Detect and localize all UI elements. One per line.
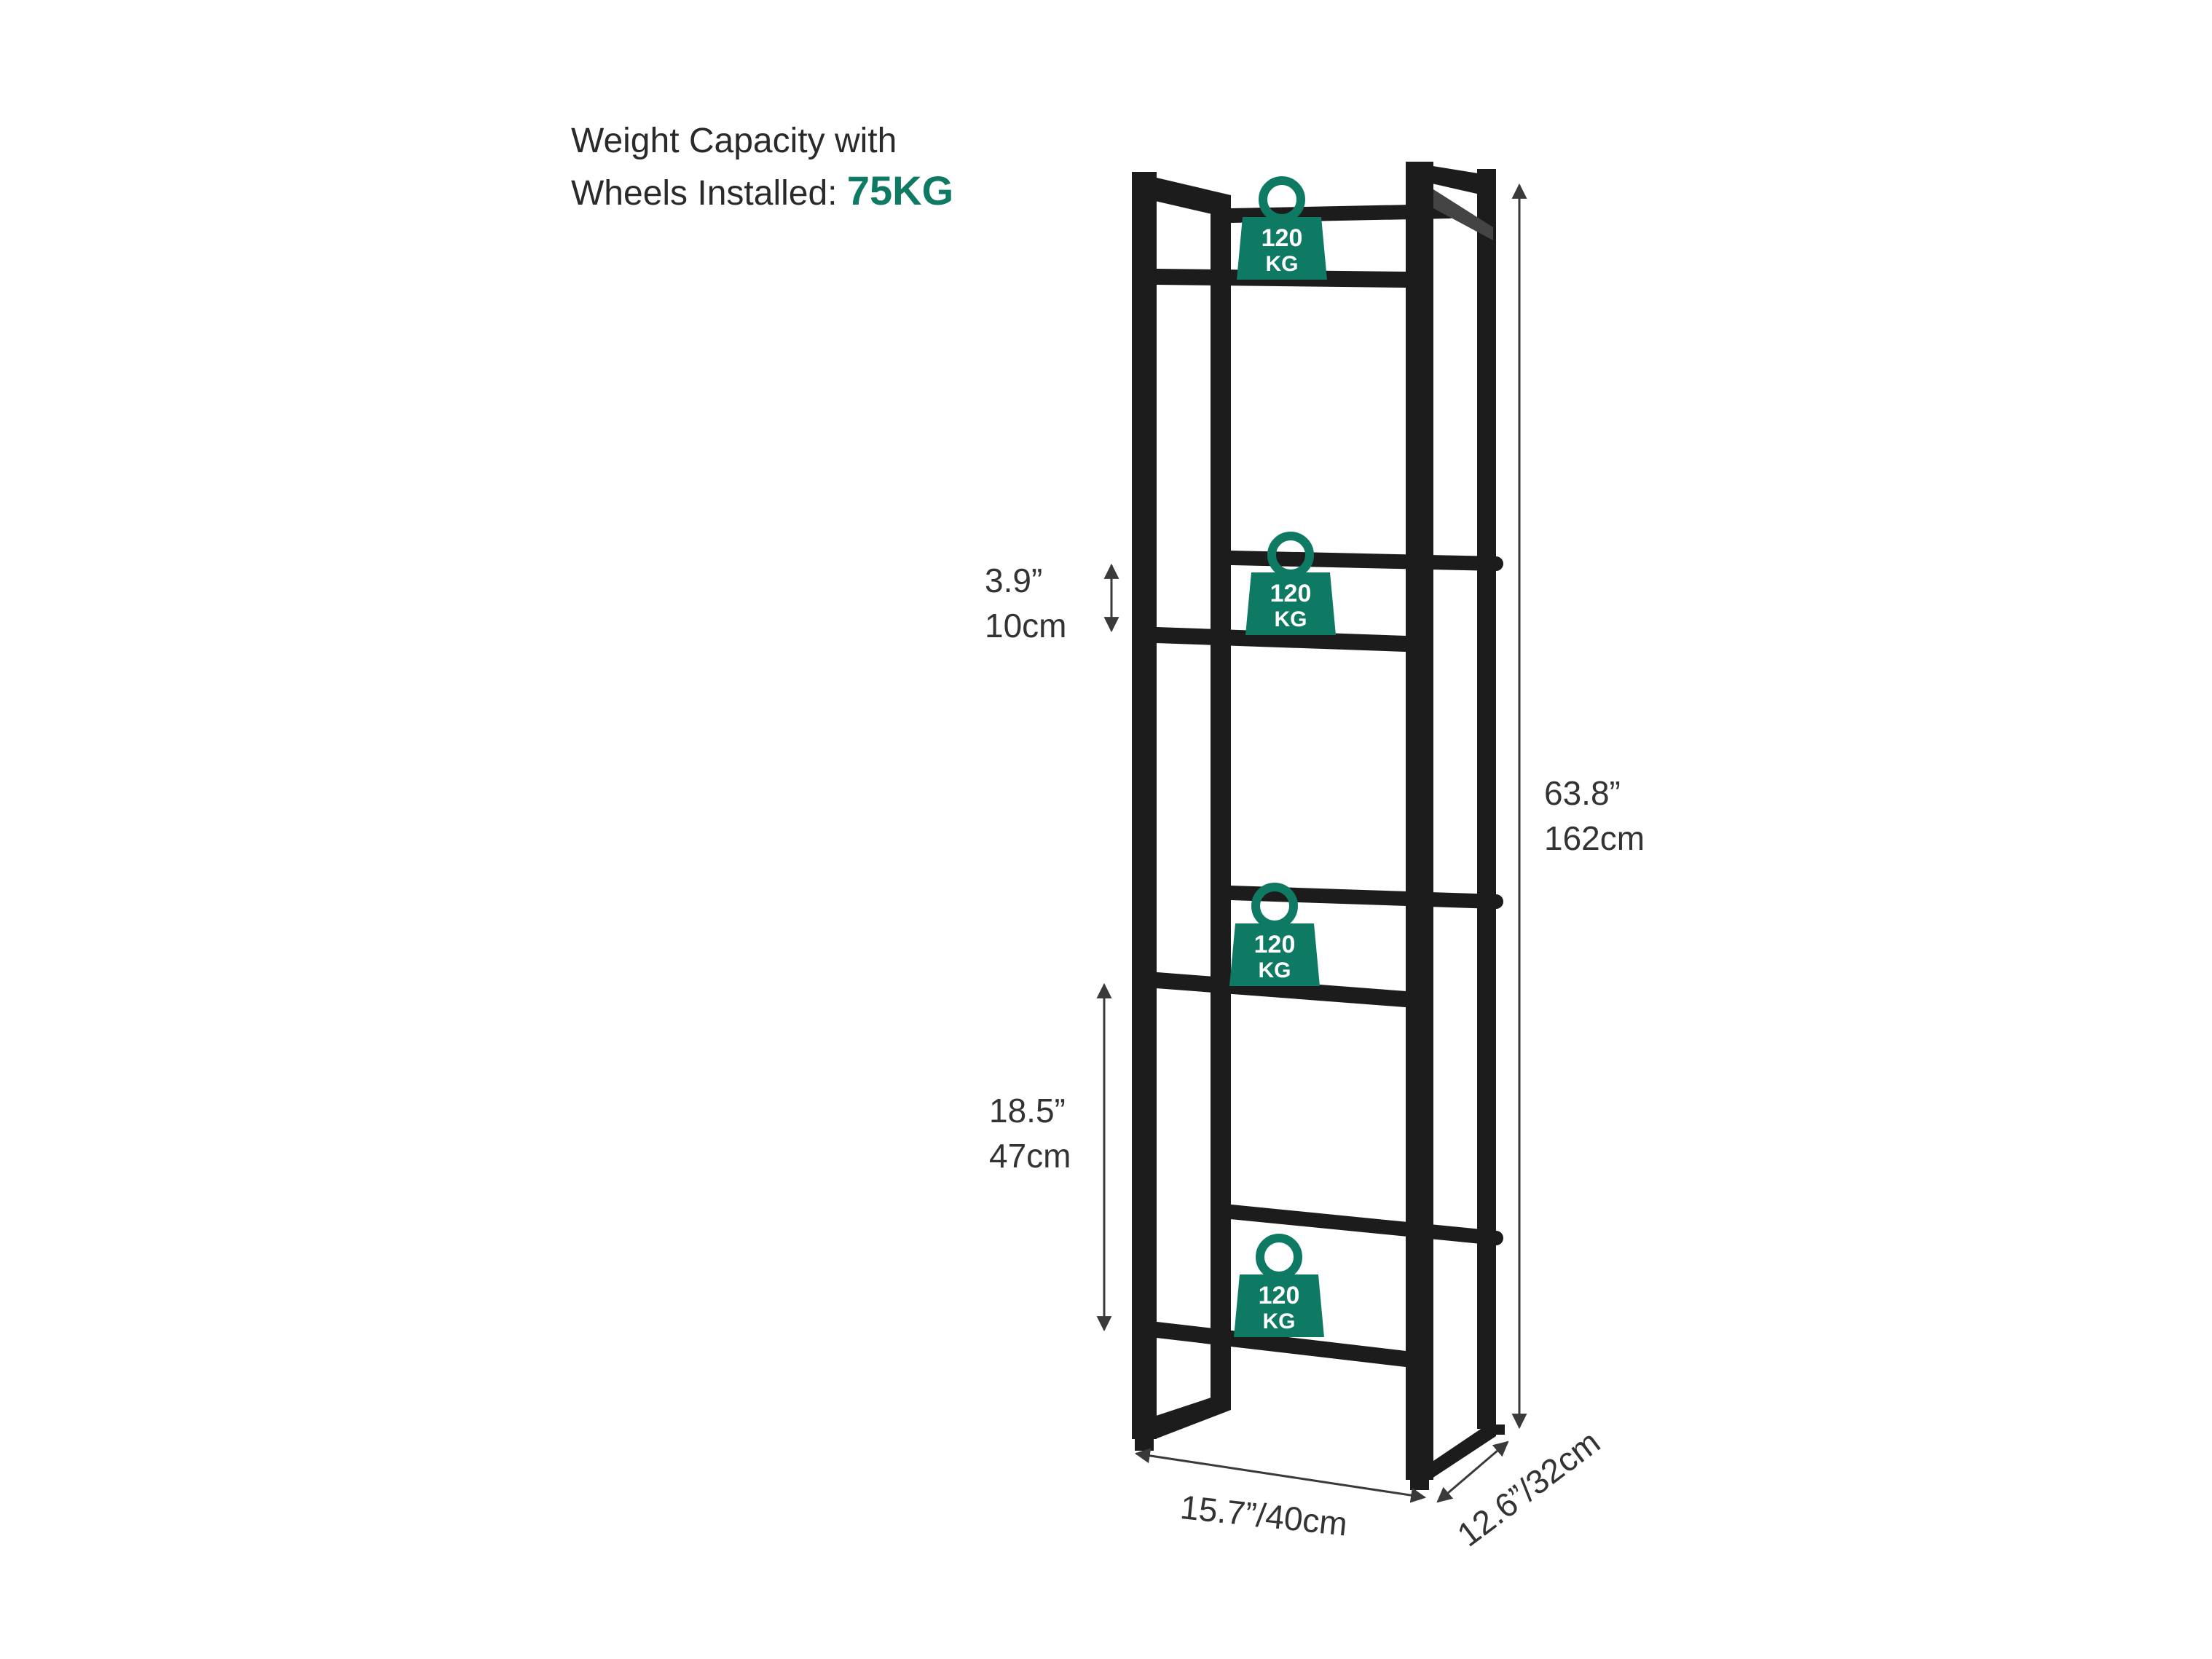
weight-icon <box>1234 1274 1324 1337</box>
left-bottom-rail <box>1132 1391 1231 1439</box>
hook-icon <box>1433 189 1493 240</box>
right-top-rail <box>1406 162 1496 198</box>
rear-right-post <box>1477 169 1496 1429</box>
front-bars <box>1149 269 1414 1367</box>
weight-icon <box>1237 217 1327 280</box>
foot-left-rear <box>1212 1395 1228 1406</box>
weight-badge-4: 120 KG <box>1234 1234 1324 1337</box>
gap-small-metric: 10cm <box>985 607 1067 645</box>
front-right-post <box>1406 162 1433 1480</box>
rear-bar-3 <box>1224 886 1503 909</box>
rear-frame <box>1211 169 1496 1429</box>
height-metric: 162cm <box>1544 819 1645 857</box>
weight-badge-2-bottom: KG <box>1275 607 1307 631</box>
gap-large-label: 18.5” 47cm <box>989 1088 1071 1178</box>
height-label: 63.8” 162cm <box>1544 771 1645 861</box>
weight-badge-1-bottom: KG <box>1266 252 1299 276</box>
rear-bars <box>1224 204 1503 1245</box>
rear-left-post <box>1211 197 1231 1398</box>
weight-badge-3-top: 120 <box>1254 931 1296 958</box>
weight-badge-3-bottom: KG <box>1259 958 1291 982</box>
foot-left <box>1135 1439 1154 1451</box>
front-bar-4 <box>1149 1322 1414 1367</box>
foot-right-rear <box>1489 1424 1505 1435</box>
height-imperial: 63.8” <box>1544 774 1621 812</box>
capacity-line-2-prefix: Wheels Installed: <box>571 174 847 213</box>
weight-badge-4-top: 120 <box>1259 1282 1300 1309</box>
weight-badge-2: 120 KG <box>1245 532 1336 635</box>
right-bottom-rail <box>1429 1419 1496 1478</box>
weight-badge-1-top: 120 <box>1262 224 1303 252</box>
depth-arrow <box>1436 1441 1509 1503</box>
capacity-headline: Weight Capacity with Wheels Installed: 7… <box>571 117 953 218</box>
front-bar-2 <box>1149 627 1414 652</box>
gap-large-imperial: 18.5” <box>989 1092 1066 1130</box>
weight-icon <box>1229 923 1320 986</box>
front-bar-3 <box>1149 972 1414 1007</box>
capacity-line-1: Weight Capacity with <box>571 122 897 160</box>
right-side-frame <box>1406 162 1505 1490</box>
weight-badge-3: 120 KG <box>1229 883 1320 986</box>
weight-icon <box>1245 572 1336 635</box>
weight-badge-1: 120 KG <box>1237 176 1327 280</box>
gap-small-imperial: 3.9” <box>985 561 1043 599</box>
rear-bar-4 <box>1224 1205 1503 1245</box>
weight-badge-2-top: 120 <box>1270 580 1312 607</box>
capacity-value: 75KG <box>846 168 954 213</box>
gap-large-metric: 47cm <box>989 1137 1071 1175</box>
capacity-line-2: Wheels Installed: 75KG <box>571 166 953 218</box>
left-side-frame <box>1132 172 1231 1451</box>
foot-right <box>1410 1478 1429 1490</box>
weight-badge-4-bottom: KG <box>1263 1309 1296 1333</box>
weight-ring-icon <box>1256 1234 1302 1280</box>
width-arrow <box>1134 1448 1427 1503</box>
front-left-post <box>1132 172 1157 1439</box>
gap-small-label: 3.9” 10cm <box>985 558 1066 648</box>
left-top-rail <box>1132 172 1231 218</box>
